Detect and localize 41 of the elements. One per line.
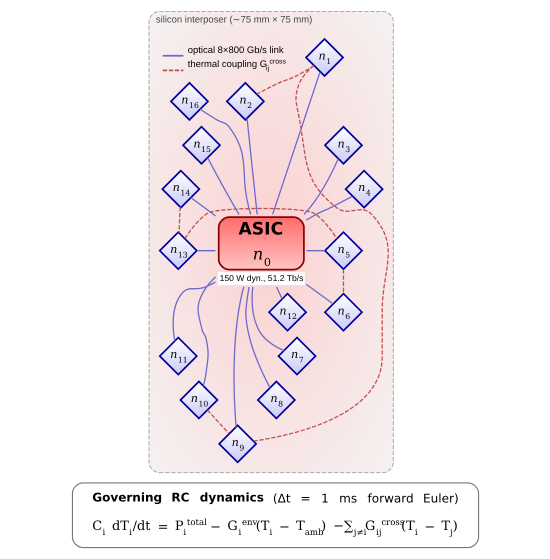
connector <box>303 158 338 215</box>
node-diamond: n$_{4}$ <box>344 169 384 209</box>
connector <box>253 65 388 442</box>
node-diamond: n$_{15}$ <box>181 126 221 165</box>
connector <box>172 281 216 341</box>
node-diamond: n$_{2}$ <box>225 82 265 122</box>
connector <box>206 158 240 215</box>
connector <box>342 269 344 294</box>
node-diamond: n$_{16}$ <box>169 82 209 122</box>
node-box: Governing RC dynamics (Δt = 1 ms forward Euler) C$_{i}$ dT$_{i}$/dt = P$_{i}$$^{total}$ − G$_{i}$$^{env}$(T$_{i}$ − T$_{amb}$) −∑$_{j≠i}$G$_{ij}$$^{cross}$(T$_{i}$ − T$_{j}$) <box>71 482 479 548</box>
connector <box>272 72 320 215</box>
node-diamond: n$_{10}$ <box>178 380 218 420</box>
connector <box>276 286 282 300</box>
connector <box>232 286 244 427</box>
connector <box>184 208 337 239</box>
connector <box>199 108 251 215</box>
node-diamond: n$_{11}$ <box>158 336 198 376</box>
connector <box>206 410 230 434</box>
connector <box>178 206 180 233</box>
connector <box>305 196 352 221</box>
connector <box>244 286 270 388</box>
node-diamond: n$_{9}$ <box>217 424 257 464</box>
node-diamond: n$_{3}$ <box>323 126 363 165</box>
node-diamond: n$_{7}$ <box>276 336 316 376</box>
connector <box>196 276 216 386</box>
connector <box>305 284 333 304</box>
connector <box>246 118 258 215</box>
node-diamond: n$_{5}$ <box>323 230 363 270</box>
connector <box>196 250 215 252</box>
connector <box>250 286 284 352</box>
node-label: 150 W dyn., 51.2 Tb/s <box>219 272 303 283</box>
connector <box>190 197 216 217</box>
node-diamond: n$_{14}$ <box>160 169 200 209</box>
node-diamond: n$_{13}$ <box>158 230 198 270</box>
node-diamond: n$_{12}$ <box>267 292 307 332</box>
node-diamond: n$_{6}$ <box>323 292 363 332</box>
legend-label: optical 8×800 Gb/s link <box>187 45 284 56</box>
connector <box>256 64 314 95</box>
connector <box>306 250 324 252</box>
node-diamond: n$_{1}$ <box>304 38 344 78</box>
node-diamond: n$_{8}$ <box>256 380 296 420</box>
